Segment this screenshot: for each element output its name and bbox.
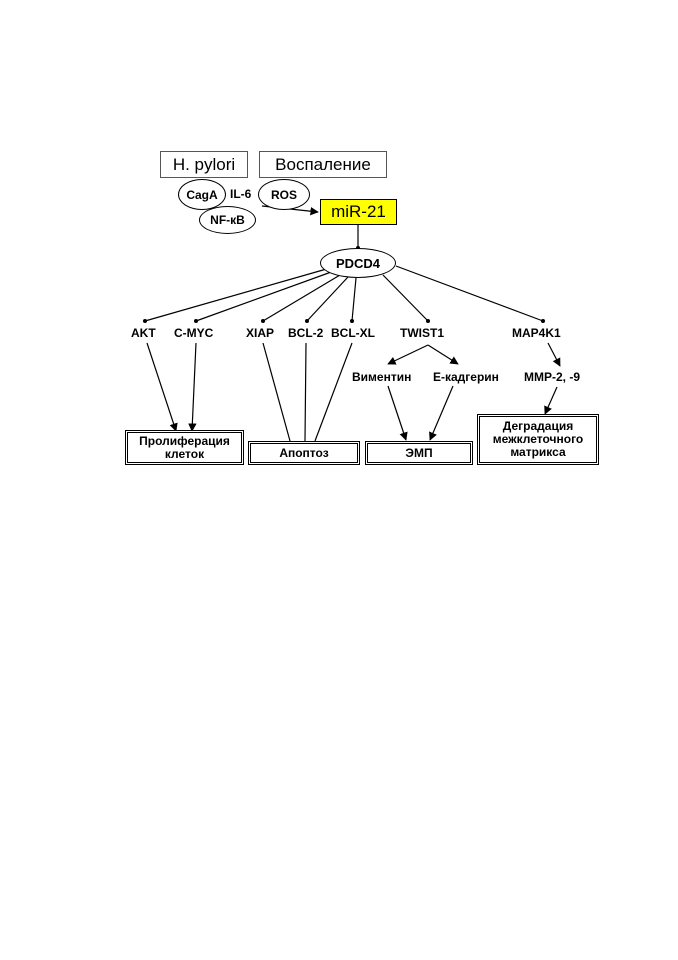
emt-label: ЭМП	[405, 445, 433, 460]
dot-bcl2	[305, 319, 309, 323]
pdcd4-node: PDCD4	[320, 248, 396, 278]
edge-vimentin-emt	[387, 385, 408, 441]
ros-label: ROS	[270, 187, 297, 202]
caga-node: CagA	[178, 179, 226, 210]
map4k1-label: MAP4K1	[512, 326, 561, 340]
edge-xiap-apoptosis	[262, 342, 291, 442]
inflammation-box: Воспаление	[259, 151, 387, 178]
dot-akt	[143, 319, 147, 323]
edge-bcl2-apoptosis	[304, 342, 307, 442]
akt-label: AKT	[131, 326, 156, 340]
dot-twist1	[426, 319, 430, 323]
degradation-line3: матрикса	[510, 445, 566, 459]
hpylori-label: H. pylori	[172, 154, 236, 174]
nfkb-node: NF-кВ	[199, 206, 256, 234]
edge-pdcd4-cmyc	[195, 270, 335, 322]
apoptosis-box: Апоптоз	[248, 441, 360, 465]
bclxl-label: BCL-XL	[331, 326, 375, 340]
mmp-label: MMP-2, -9	[524, 370, 581, 384]
edge-pdcd4-bclxl	[351, 277, 357, 322]
proliferation-line1: Пролиферация	[139, 433, 230, 448]
edge-pdcd4-xiap	[262, 274, 341, 322]
xiap-label: XIAP	[246, 326, 275, 340]
edge-pdcd4-akt	[144, 267, 331, 322]
mir21-label: miR-21	[331, 202, 386, 221]
edge-pdcd4-bcl2	[306, 276, 349, 322]
hpylori-box: H. pylori	[160, 151, 248, 178]
edge-akt-proliferation	[146, 342, 178, 432]
dot-cmyc	[194, 319, 198, 323]
degradation-line2: межклеточного	[492, 432, 584, 446]
cmyc-label: C-MYC	[174, 326, 214, 340]
dot-map4k1	[541, 319, 545, 323]
edge-ecadherin-emt	[429, 385, 454, 441]
edge-bclxl-apoptosis	[314, 342, 353, 442]
proliferation-line2: клеток	[164, 446, 205, 461]
emt-box: ЭМП	[365, 441, 473, 465]
edge-pdcd4-map4k1	[395, 265, 544, 322]
caga-label: CagA	[186, 187, 218, 202]
edge-twist1-ecadherin	[427, 344, 459, 365]
ros-node: ROS	[258, 179, 310, 210]
edge-pdcd4-twist1	[382, 274, 429, 322]
edge-cmyc-proliferation	[188, 342, 197, 432]
edge-map4k1-mmp	[547, 342, 561, 367]
proliferation-box: Пролиферация клеток	[125, 430, 244, 465]
twist1-label: TWIST1	[400, 326, 444, 340]
dot-xiap	[261, 319, 265, 323]
il6-label: IL-6	[230, 187, 252, 201]
nfkb-label: NF-кВ	[210, 213, 245, 227]
dot-bclxl	[350, 319, 354, 323]
ecadherin-label: E-кадгерин	[433, 370, 499, 384]
mir21-box: miR-21	[320, 199, 397, 225]
inflammation-label: Воспаление	[275, 154, 371, 174]
degradation-line1: Деградация	[502, 419, 574, 433]
apoptosis-label: Апоптоз	[279, 445, 329, 460]
edge-twist1-vimentin	[387, 344, 429, 365]
bcl2-label: BCL-2	[288, 326, 324, 340]
degradation-box: Деградация межклеточного матрикса	[477, 414, 599, 465]
edge-mmp-degradation	[544, 386, 558, 415]
pdcd4-label: PDCD4	[335, 255, 381, 271]
vimentin-label: Виментин	[352, 370, 412, 384]
